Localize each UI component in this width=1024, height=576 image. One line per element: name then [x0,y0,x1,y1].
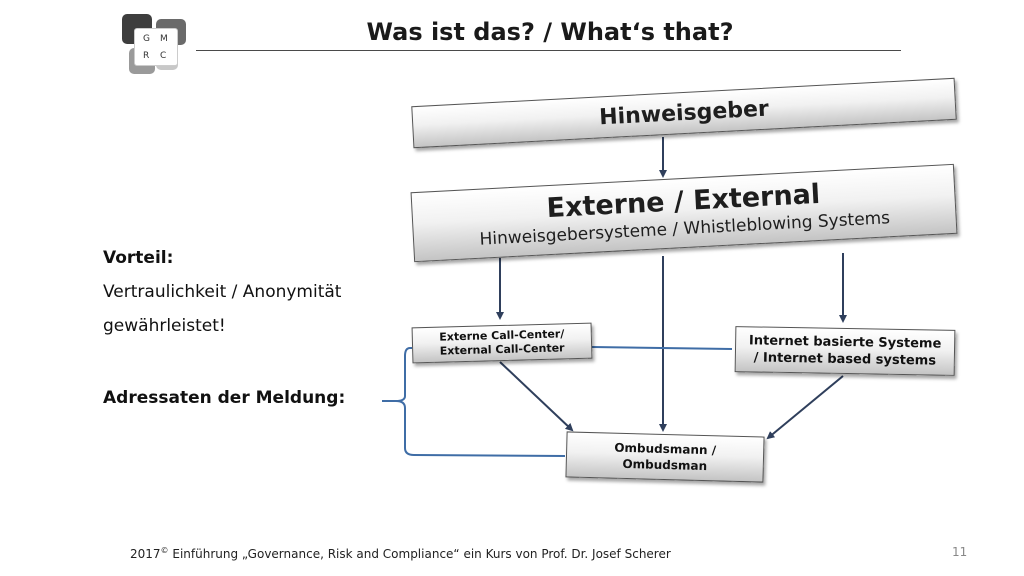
ombudsman-box: Ombudsmann / Ombudsman [565,431,765,483]
page-number: 11 [952,545,968,559]
ombudsman-line-2: Ombudsman [622,456,708,474]
logo-inner-panel [134,28,178,66]
logo-letter-c: C [160,51,167,61]
footer-year: 2017 [130,547,161,561]
logo-letter-g: G [143,34,150,44]
internet-systems-box: Internet basierte Systeme / Internet bas… [734,326,956,376]
footer-course-text: Einführung „Governance, Risk and Complia… [168,547,671,561]
advantage-line-2: gewährleistet! [103,316,226,336]
gmrc-logo: G M R C [122,14,188,76]
recipients-heading: Adressaten der Meldung: [103,388,346,408]
advantage-line-1: Vertraulichkeit / Anonymität [103,282,342,302]
title-underline [196,50,901,51]
recipients-link-to-internet [591,346,733,350]
internet-line-2: / Internet based systems [753,350,937,369]
call-center-line-2: External Call-Center [439,341,565,358]
arrow-callcenter-to-ombudsman [499,361,574,432]
advantage-heading: Vorteil: [103,248,174,268]
footer-copyright: © [160,546,169,555]
logo-letter-m: M [160,34,168,44]
recipients-bracket [382,347,566,457]
arrow-internet-to-ombudsman [766,375,844,440]
logo-letter-r: R [143,51,150,61]
slide-title: Was ist das? / What‘s that? [366,18,734,46]
whistleblower-label: Hinweisgeber [598,96,770,130]
footer-text: 2017© Einführung „Governance, Risk and C… [130,546,671,561]
call-center-box: Externe Call-Center/ External Call-Cente… [411,322,593,364]
